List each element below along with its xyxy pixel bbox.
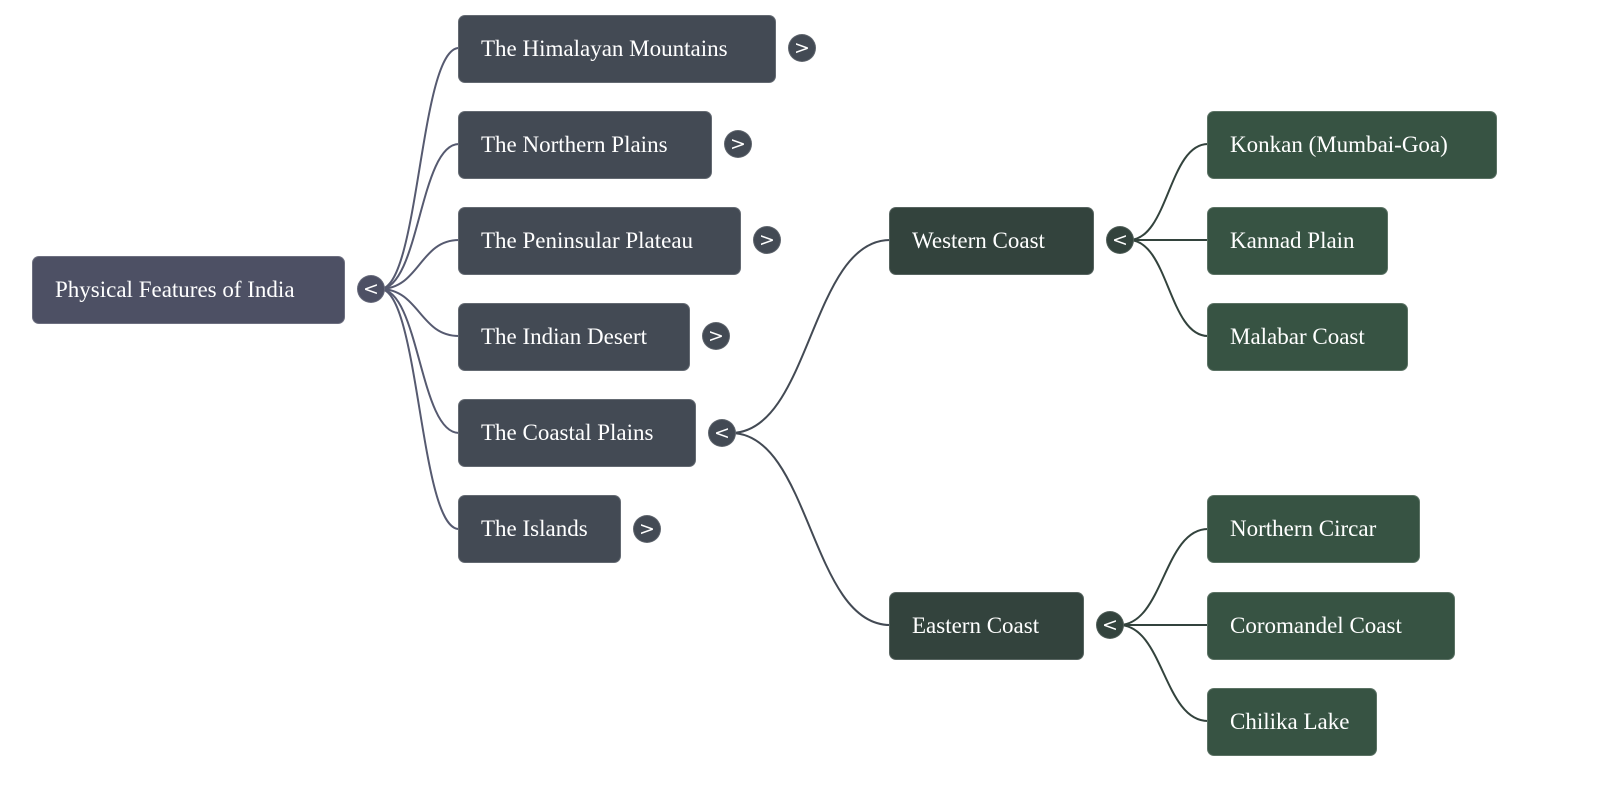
node-northern-plains[interactable]: The Northern Plains (458, 111, 712, 179)
collapse-eastern-coast-icon[interactable]: < (1096, 611, 1124, 639)
node-himalayan-mountains[interactable]: The Himalayan Mountains (458, 15, 776, 83)
link-root-to-child-5 (379, 288, 460, 530)
node-peninsular-plateau[interactable]: The Peninsular Plateau (458, 207, 741, 275)
root-node[interactable]: Physical Features of India (32, 256, 345, 324)
link-root-to-child-2 (379, 239, 460, 290)
node-malabar-coast[interactable]: Malabar Coast (1207, 303, 1408, 371)
link-eastern-to-child-2 (1118, 624, 1209, 722)
node-konkan[interactable]: Konkan (Mumbai-Goa) (1207, 111, 1497, 179)
expand-islands-icon[interactable]: > (633, 515, 661, 543)
node-coastal-plains[interactable]: The Coastal Plains (458, 399, 696, 467)
link-western-to-child-2 (1128, 239, 1209, 337)
node-chilika-lake[interactable]: Chilika Lake (1207, 688, 1377, 756)
link-western-to-child-0 (1128, 143, 1209, 241)
link-root-to-child-1 (379, 143, 460, 290)
link-coastal-to-western (730, 239, 891, 434)
link-root-to-child-3 (379, 288, 460, 337)
node-kannad-plain[interactable]: Kannad Plain (1207, 207, 1388, 275)
expand-himalayan-mountains-icon[interactable]: > (788, 34, 816, 62)
root-collapse-toggle-icon[interactable]: < (357, 275, 385, 303)
node-islands[interactable]: The Islands (458, 495, 621, 563)
node-indian-desert[interactable]: The Indian Desert (458, 303, 690, 371)
collapse-coastal-plains-icon[interactable]: < (708, 419, 736, 447)
link-coastal-to-eastern (730, 432, 891, 626)
link-root-to-child-0 (379, 47, 460, 290)
node-western-coast[interactable]: Western Coast (889, 207, 1094, 275)
collapse-western-coast-icon[interactable]: < (1106, 226, 1134, 254)
expand-peninsular-plateau-icon[interactable]: > (753, 226, 781, 254)
node-eastern-coast[interactable]: Eastern Coast (889, 592, 1084, 660)
node-coromandel-coast[interactable]: Coromandel Coast (1207, 592, 1455, 660)
node-northern-circar[interactable]: Northern Circar (1207, 495, 1420, 563)
link-eastern-to-child-0 (1118, 528, 1209, 626)
expand-northern-plains-icon[interactable]: > (724, 130, 752, 158)
expand-indian-desert-icon[interactable]: > (702, 322, 730, 350)
link-root-to-child-4 (379, 288, 460, 434)
